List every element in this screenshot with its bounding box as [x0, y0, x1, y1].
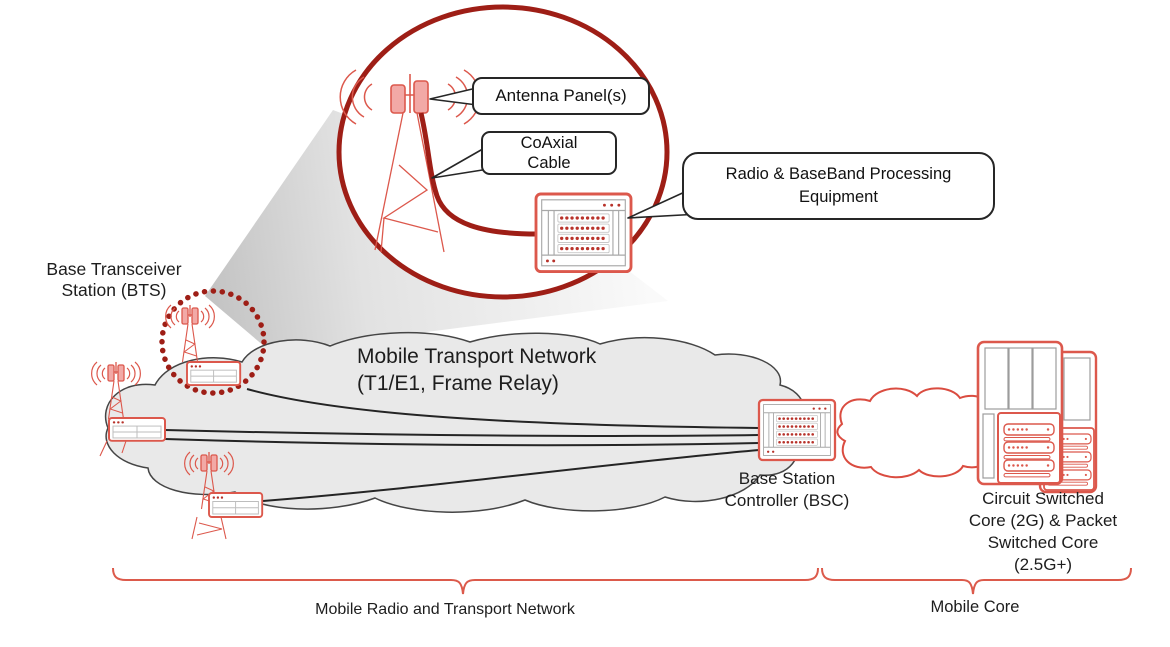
radio-baseband-equipment-icon [534, 192, 633, 274]
magnifier-source-circle [159, 288, 267, 396]
bts-label: Base Transceiver Station (BTS) [46, 259, 182, 300]
core-label: Circuit Switched Core (2G) & Packet Swit… [968, 489, 1118, 574]
brace-radio-transport [112, 567, 819, 595]
antenna-panels-callout: Antenna Panel(s) [472, 77, 650, 115]
bsc-core-link-cloud [836, 387, 1001, 479]
transport-links [164, 388, 760, 502]
transport-cloud-label: Mobile Transport Network (T1/E1, Frame R… [357, 345, 597, 395]
bsc-equipment-icon [757, 398, 837, 462]
coax-cable [418, 112, 538, 237]
bsc-label: Base Station Controller (BSC) [724, 469, 850, 510]
bts-site-bottom [183, 451, 264, 540]
radio-waves-icon [339, 69, 481, 125]
antenna-panels-icon [390, 80, 429, 114]
coax-cable-callout: CoAxial Cable [481, 131, 617, 175]
brace-mobile-core [821, 567, 1132, 595]
tower-lattice [374, 112, 445, 253]
magnified-bts-tower [339, 69, 481, 253]
brace-right-label: Mobile Core [930, 598, 1020, 616]
brace-left-label: Mobile Radio and Transport Network [315, 601, 575, 618]
bts-site-left [90, 361, 167, 457]
core-rack-front [976, 340, 1064, 486]
radio-baseband-callout: Radio & BaseBand Processing Equipment [682, 152, 995, 220]
